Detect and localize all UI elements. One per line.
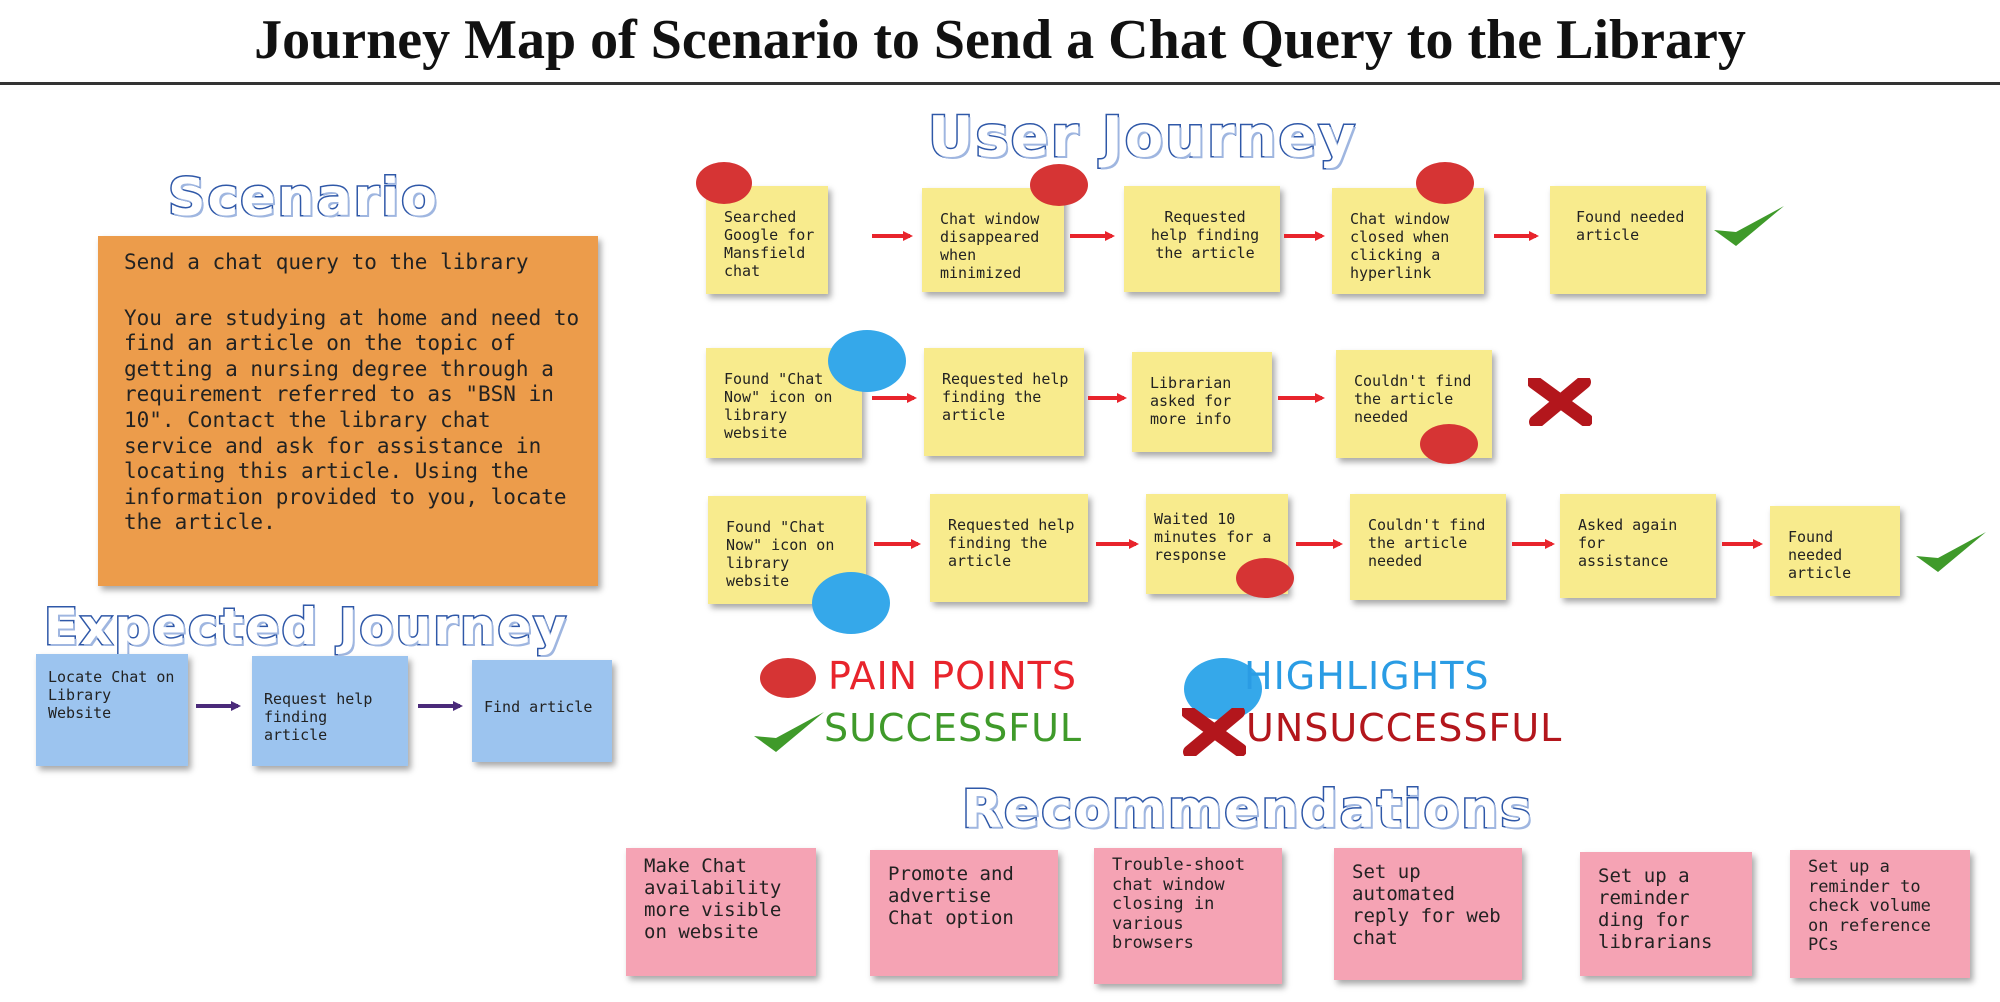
expected-step: Locate Chat on Library Website (36, 654, 188, 766)
recommendation-note: Trouble-shoot chat window closing in var… (1094, 848, 1282, 984)
journey-step: Waited 10 minutes for a response (1146, 494, 1288, 594)
pain-point-dot (1416, 162, 1474, 204)
journey-step: Requested help finding the article (924, 348, 1084, 456)
journey-step: Requested help finding the article (930, 494, 1088, 602)
expected-journey-heading: Expected Journey (42, 598, 569, 656)
journey-step: Found needed article (1550, 186, 1706, 294)
expected-step: Find article (472, 660, 612, 762)
legend-pain-points-label: PAIN POINTS (828, 654, 1077, 698)
highlight-dot (828, 330, 906, 392)
check-icon (1714, 206, 1784, 246)
pain-point-dot (1236, 558, 1294, 598)
journey-step: Couldn't find the article needed (1350, 494, 1506, 600)
highlight-dot (812, 572, 890, 634)
legend-highlights-label: HIGHLIGHTS (1244, 654, 1490, 698)
journey-step: Searched Google for Mansfield chat (706, 186, 828, 294)
scenario-title: Send a chat query to the library (124, 250, 529, 274)
legend-x-icon (1182, 708, 1246, 756)
x-icon (1528, 378, 1592, 426)
scenario-note: Send a chat query to the library You are… (98, 236, 598, 586)
recommendations-heading: Recommendations (960, 780, 1534, 840)
pain-point-dot (1030, 164, 1088, 206)
recommendation-note: Set up a reminder ding for librarians (1580, 852, 1752, 976)
legend-highlight-dot (1184, 658, 1262, 720)
recommendation-note: Make Chat availability more visible on w… (626, 848, 816, 976)
journey-step: Found "Chat Now" icon on library website (706, 348, 862, 458)
legend-check-icon (754, 712, 824, 752)
recommendation-note: Set up automated reply for web chat (1334, 848, 1522, 980)
scenario-body: You are studying at home and need to fin… (124, 305, 580, 535)
journey-step: Couldn't find the article needed (1336, 350, 1492, 458)
check-icon (1916, 532, 1986, 572)
legend-successful-label: SUCCESSFUL (824, 706, 1083, 750)
legend-unsuccessful-label: UNSUCCESSFUL (1246, 706, 1563, 750)
journey-step: Chat window disappeared when minimized (922, 188, 1064, 292)
user-journey-heading: User Journey (926, 105, 1358, 170)
recommendation-note: Set up a reminder to check volume on ref… (1790, 850, 1970, 978)
journey-step: Librarian asked for more info (1132, 352, 1272, 452)
title-divider (0, 82, 2000, 85)
journey-step: Found needed article (1770, 506, 1900, 596)
journey-step: Requested help finding the article (1124, 186, 1280, 292)
pain-point-dot (1420, 424, 1478, 464)
journey-step: Chat window closed when clicking a hyper… (1332, 188, 1484, 294)
page-title: Journey Map of Scenario to Send a Chat Q… (254, 9, 1746, 71)
expected-step: Request help finding article (252, 656, 408, 766)
scenario-heading: Scenario (167, 168, 439, 228)
legend-pain-point-dot (760, 658, 816, 698)
pain-point-dot (696, 162, 752, 204)
recommendation-note: Promote and advertise Chat option (870, 850, 1058, 976)
journey-step: Asked again for assistance (1560, 494, 1716, 598)
